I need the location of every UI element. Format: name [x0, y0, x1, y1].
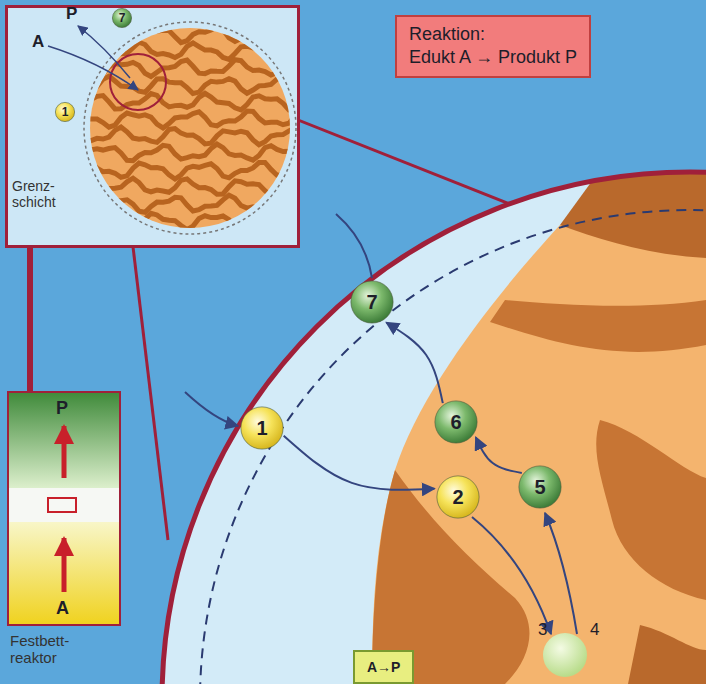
inset-frame: 7 1 A P Grenz- schicht: [5, 5, 300, 248]
band-label: A: [56, 598, 69, 619]
pore-wall: [85, 76, 295, 93]
step-number: 1: [62, 105, 69, 119]
species-circle: 7: [112, 8, 132, 28]
species-circle: 7: [350, 280, 394, 324]
circle-fill: [519, 466, 561, 508]
pore-wall: [85, 42, 295, 59]
reactor-outline: [8, 392, 120, 625]
flow-arrow: [545, 513, 577, 634]
flow-arrow: [78, 26, 130, 78]
species-circle: 2: [436, 475, 480, 519]
circle-fill: [55, 102, 74, 121]
pore-wall: [85, 162, 295, 179]
text-label: Edukt A → Produkt P: [409, 46, 577, 69]
zoom-line: [27, 248, 33, 392]
pore-texture: [85, 25, 295, 229]
educt-band: [8, 522, 120, 625]
inset-ground: [5, 5, 300, 248]
boundary-dash: [200, 210, 706, 684]
callout-number: 4: [590, 620, 599, 640]
species-circle: 6: [434, 400, 478, 444]
circle-fill: [435, 401, 477, 443]
boundary-layer: [162, 172, 706, 684]
flow-arrow: [62, 538, 67, 592]
part-label: Festbett- reaktor: [10, 632, 100, 667]
text-box: A→P: [353, 650, 414, 684]
catalyst-solid: [628, 625, 706, 684]
text-label: P: [66, 4, 77, 24]
pore-wall: [85, 127, 295, 145]
species-circle: 1: [240, 406, 284, 450]
flow-arrow: [476, 437, 522, 473]
band-label: P: [56, 398, 68, 419]
pore-wall: [85, 25, 295, 42]
step-number: 7: [119, 11, 126, 25]
step-number: 7: [366, 291, 377, 314]
circle-fill: [112, 8, 131, 27]
zoom-frame: [162, 172, 706, 684]
zoom-marker: [48, 498, 76, 512]
species-circle: 1: [55, 102, 75, 122]
pore-wall: [85, 144, 295, 161]
pore-space: [372, 225, 706, 684]
circle-fill: [351, 281, 393, 323]
flow-arrow: [386, 322, 442, 403]
pore-wall: [85, 93, 295, 110]
text-label: A: [32, 32, 44, 52]
adsorbed-species: [543, 633, 587, 677]
flow-arrow: [48, 46, 138, 90]
text-label: P: [56, 398, 68, 419]
product-band: [8, 392, 120, 488]
step-number: 5: [534, 476, 545, 499]
pore-wall: [85, 111, 295, 128]
step-number: 1: [256, 417, 267, 440]
boundary-dash: [84, 22, 296, 234]
text-label: Grenz- schicht: [12, 178, 74, 210]
text-box: Reaktion:Edukt A → Produkt P: [395, 15, 591, 78]
flow-arrow: [472, 517, 551, 634]
pore-wall: [85, 178, 295, 196]
zoom-circle: [110, 54, 166, 110]
circle-fill: [437, 476, 479, 518]
box-heading: Reaktion:: [409, 23, 577, 46]
catalyst-solid: [490, 300, 706, 352]
circle-fill: [241, 407, 283, 449]
step-number: 6: [450, 411, 461, 434]
pore-wall: [85, 213, 295, 230]
species-circle: 5: [518, 465, 562, 509]
flow-arrow: [284, 436, 435, 490]
text-label: A→P: [367, 658, 400, 676]
callout-number: 3: [538, 620, 547, 640]
flow-arrow: [336, 214, 372, 278]
text-label: A: [56, 598, 69, 619]
step-number: 2: [452, 486, 463, 509]
flow-arrow: [62, 426, 67, 478]
bed-band: [8, 488, 120, 522]
flow-arrow: [185, 392, 238, 426]
catalyst-solid: [596, 420, 706, 600]
